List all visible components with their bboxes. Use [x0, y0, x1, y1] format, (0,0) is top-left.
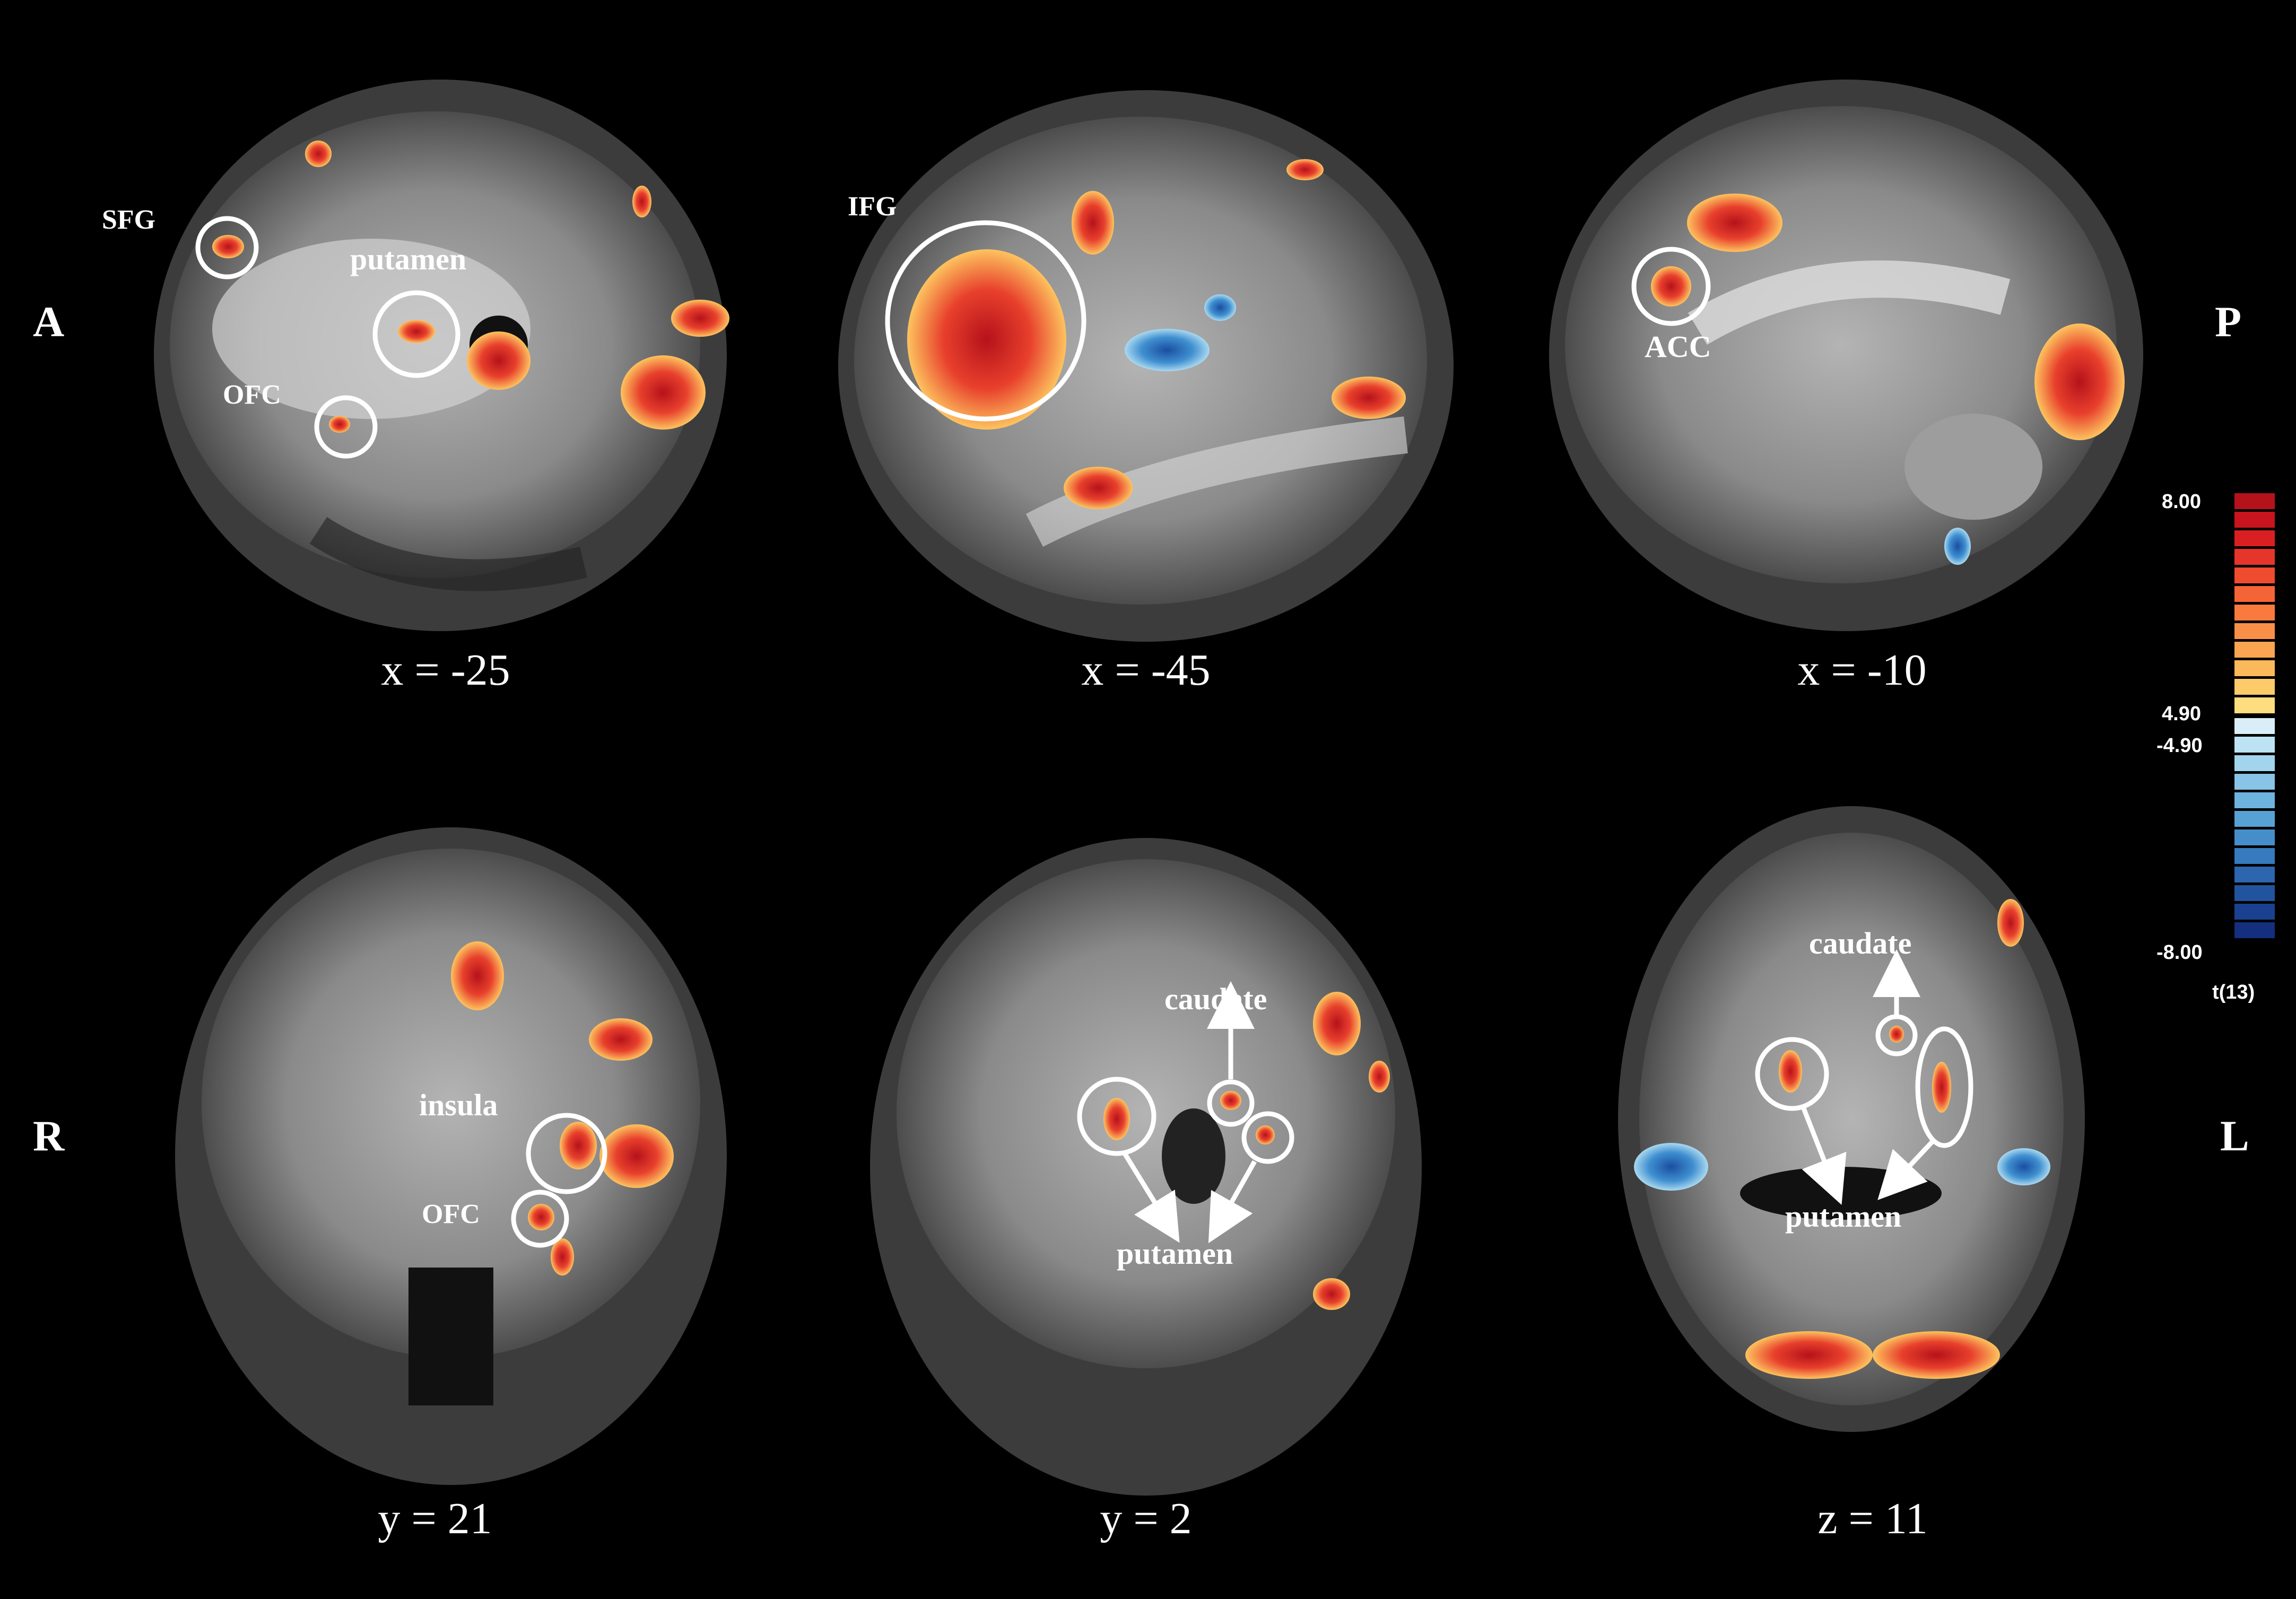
coord-label: x = -45: [1081, 645, 1211, 695]
colorbar-swatch: [2234, 737, 2275, 753]
colorbar-swatch: [2234, 904, 2275, 920]
colorbar-swatch: [2234, 848, 2275, 864]
colorbar-swatch: [2234, 867, 2275, 882]
left-label: L: [2220, 1112, 2249, 1160]
roi-circle: [314, 395, 378, 459]
region-label-putamen: putamen: [350, 242, 467, 276]
activation-blob: [621, 355, 706, 430]
colorbar-swatch: [2234, 774, 2275, 790]
region-label-acc: ACC: [1645, 329, 1711, 364]
coord-label: y = 21: [378, 1494, 492, 1543]
roi-circle: [372, 290, 460, 378]
colorbar-neg-threshold-label: -4.90: [2156, 735, 2203, 757]
roi-circle: [885, 220, 1086, 422]
right-label: R: [33, 1112, 65, 1160]
panel-coronal-y-21: [175, 827, 727, 1485]
arrow: [1208, 1160, 1257, 1244]
roi-circle: [511, 1190, 569, 1248]
colorbar-swatch: [2234, 530, 2275, 546]
colorbar-min-label: -8.00: [2156, 941, 2203, 964]
region-label-ofc: OFC: [422, 1199, 480, 1229]
panel-axial-z-11: [1618, 806, 2085, 1432]
colorbar-swatch: [2234, 586, 2275, 602]
deactivation-blob: [1125, 329, 1210, 371]
colorbar-swatch: [2234, 718, 2275, 734]
roi-circle: [1631, 247, 1711, 326]
colorbar-swatch: [2234, 660, 2275, 676]
arrow: [1123, 1152, 1180, 1243]
coord-label: x = -10: [1797, 645, 1927, 695]
brain-slice: [897, 859, 1395, 1368]
colorbar-swatch: [2234, 549, 2275, 565]
colorbar-swatch: [2234, 605, 2275, 621]
activation-blob: [2034, 324, 2125, 440]
arrow: [1877, 1138, 1936, 1200]
colorbar-swatch: [2234, 567, 2275, 583]
colorbar-swatch: [2234, 885, 2275, 901]
roi-circle: [526, 1113, 607, 1194]
colorbar-swatch: [2234, 829, 2275, 845]
region-label-ofc: OFC: [223, 380, 281, 410]
region-label-sfg: SFG: [102, 205, 156, 235]
deactivation-blob: [1634, 1143, 1708, 1191]
panel-sagittal-x-25: [154, 80, 729, 631]
panel-sagittal-x-10: [1549, 80, 2143, 631]
activation-blob: [671, 300, 729, 337]
colorbar-swatch: [2234, 493, 2275, 509]
colorbar: [2234, 493, 2275, 938]
cerebellum: [1904, 414, 2042, 520]
roi-circle: [195, 216, 259, 279]
brain-slice: [1639, 833, 2064, 1405]
colorbar-swatch: [2234, 512, 2275, 528]
coord-label: z = 11: [1817, 1494, 1928, 1543]
coord-label: x = -25: [381, 645, 510, 695]
panel-sagittal-x-45: [838, 90, 1454, 642]
region-label-ifg: IFG: [848, 191, 897, 222]
posterior-label: P: [2215, 298, 2242, 346]
panel-coronal-y-2: [870, 838, 1422, 1496]
colorbar-unit-label: t(13): [2212, 981, 2255, 1003]
activation-blob: [451, 941, 504, 1010]
colorbar-swatch: [2234, 811, 2275, 827]
roi-circle: [1077, 1077, 1156, 1156]
colorbar-max-label: 8.00: [2162, 491, 2201, 513]
colorbar-swatch: [2234, 792, 2275, 808]
roi-circle: [1207, 1079, 1255, 1127]
activation-blob: [467, 331, 530, 390]
coord-label: y = 2: [1100, 1494, 1192, 1543]
arrow: [1801, 1107, 1847, 1205]
colorbar-swatch: [2234, 697, 2275, 713]
colorbar-swatch: [2234, 755, 2275, 771]
colorbar-swatch: [2234, 679, 2275, 695]
activation-blob: [907, 249, 1066, 430]
colorbar-swatch: [2234, 642, 2275, 658]
region-label-insula: insula: [419, 1088, 498, 1122]
anterior-label: A: [33, 298, 65, 346]
roi-circle: [1755, 1037, 1829, 1111]
colorbar-swatch: [2234, 623, 2275, 639]
region-label-putamen: putamen: [1117, 1236, 1233, 1271]
colorbar-pos-threshold-label: 4.90: [2162, 703, 2201, 725]
roi-circle: [1241, 1111, 1294, 1164]
region-label-putamen: putamen: [1785, 1199, 1902, 1234]
region-label-caudate: caudate: [1164, 982, 1267, 1016]
corpus-callosum: [1688, 260, 2011, 345]
region-label-caudate: caudate: [1809, 926, 1912, 960]
brain-slice: [202, 849, 700, 1358]
roi-circle: [1915, 1026, 1973, 1148]
colorbar-swatch: [2234, 922, 2275, 938]
activation-blob: [599, 1124, 674, 1188]
